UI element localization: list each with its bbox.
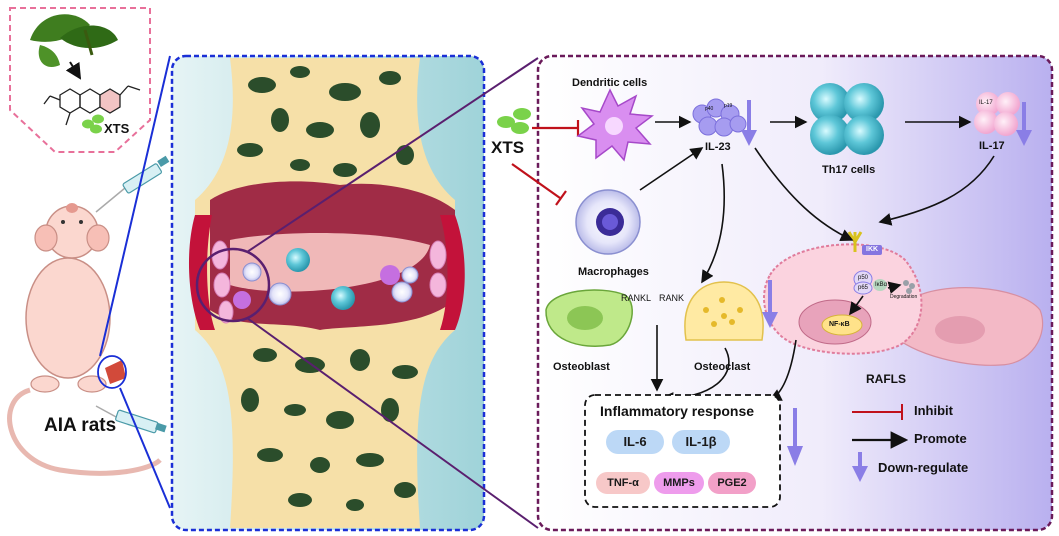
- legend-graphics: [852, 404, 909, 482]
- dendritic-cells-label: Dendritic cells: [572, 77, 648, 89]
- aia-rats-label: AIA rats: [44, 415, 117, 436]
- il17-bubble-label: IL-17: [979, 100, 993, 106]
- il23-p40-label: p40: [705, 106, 714, 112]
- ikk-label: IKK: [866, 246, 879, 253]
- osteoclast-label: Osteoclast: [694, 361, 751, 373]
- xts-source-panel: [9, 7, 151, 153]
- macrophages-label: Macrophages: [578, 266, 649, 278]
- joint-panel: [170, 54, 486, 532]
- il1b-badge: IL-1β: [672, 430, 730, 454]
- il17-bubbles: [974, 92, 1020, 136]
- rafls-label: RAFLS: [866, 372, 906, 386]
- rankl-label: RANKL: [621, 293, 652, 303]
- p65-label: p65: [858, 285, 869, 291]
- rat-illustration: [7, 203, 162, 476]
- inflammatory-title: Inflammatory response: [600, 403, 755, 419]
- arrow-il23-to-rafls: [754, 147, 854, 242]
- arrow-il23-to-osteoclast: [701, 163, 726, 284]
- il6-badge: IL-6: [606, 430, 664, 454]
- th17-cells-label: Th17 cells: [822, 164, 876, 176]
- il23-p19-label: p19: [724, 103, 733, 109]
- dendritic-cell: [576, 88, 655, 162]
- rank-label: RANK: [659, 293, 685, 303]
- macrophage-cell: [575, 189, 641, 255]
- arrow-p65-to-nfkb: [849, 295, 864, 316]
- legend-inhibit: Inhibit: [914, 403, 953, 418]
- rafls-cells: [763, 231, 1044, 366]
- tnfa-badge: TNF-α: [596, 472, 650, 494]
- il23-label: IL-23: [705, 141, 731, 153]
- degradation-label: Degradation: [890, 294, 918, 300]
- injection-syringe-top: [95, 155, 170, 213]
- legend-down-regulate: Down-regulate: [878, 460, 969, 475]
- p50-label: p50: [858, 275, 869, 281]
- arrow-il17-to-rafls: [878, 155, 995, 226]
- il17-label: IL-17: [979, 140, 1005, 152]
- osteoblast-label: Osteoblast: [553, 361, 610, 373]
- arrow-degradation: [887, 281, 902, 294]
- xts-compound: [497, 108, 531, 134]
- nfkb-label: NF-κB: [829, 321, 850, 328]
- legend-promote: Promote: [914, 431, 967, 446]
- arrow-macrophage-to-il23: [639, 147, 704, 191]
- il23-cluster: [692, 98, 747, 137]
- inhibit-xts-dendritic: [532, 120, 580, 136]
- xts-label: XTS: [491, 138, 525, 157]
- osteoblast-cell: [545, 289, 633, 347]
- xts-source-label: XTS: [104, 121, 130, 136]
- th17-cells: [810, 83, 884, 155]
- pge2-badge: PGE2: [708, 472, 756, 494]
- ikba-label: IκBα: [875, 282, 888, 288]
- inhibit-xts-macrophage: [511, 163, 567, 206]
- mmps-badge: MMPs: [654, 472, 704, 494]
- downregulate-arrows: [741, 100, 1032, 466]
- osteoclast-cell: [684, 281, 764, 341]
